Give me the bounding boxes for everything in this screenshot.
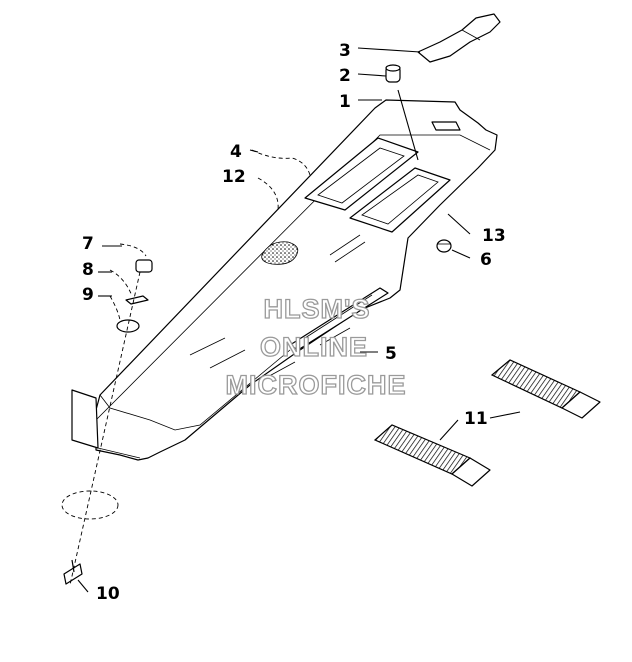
callout-7: 7 (82, 234, 94, 254)
watermark: HLSM'S ONLINE MICROFICHE (225, 293, 407, 400)
callout-5: 5 (385, 344, 397, 364)
callout-1: 1 (339, 92, 351, 112)
bracket-part (417, 13, 501, 63)
traction-pads (373, 359, 601, 487)
callout-3: 3 (339, 41, 351, 61)
callout-8: 8 (82, 260, 94, 280)
callout-12: 12 (222, 167, 246, 187)
watermark-line-1: HLSM'S (264, 294, 371, 324)
watermark-line-2: ONLINE (260, 332, 368, 362)
assembly-lines (61, 149, 311, 586)
callout-6: 6 (480, 250, 492, 270)
washer-stack (116, 259, 153, 333)
bolt-part (63, 559, 83, 585)
callout-9: 9 (82, 285, 94, 305)
plug-part (385, 64, 401, 83)
leader-lines (77, 47, 521, 593)
callout-13: 13 (482, 226, 506, 246)
nut-part (436, 239, 452, 253)
watermark-line-3: MICROFICHE (226, 370, 407, 400)
skid-plate (71, 99, 498, 461)
callout-11: 11 (464, 409, 488, 429)
decal-blob (261, 241, 299, 265)
callout-labels: 3 2 1 4 12 13 6 5 7 8 9 10 11 (82, 41, 506, 604)
wear-pads (304, 137, 451, 233)
callout-10: 10 (96, 584, 120, 604)
callout-4: 4 (230, 142, 242, 162)
callout-2: 2 (339, 66, 351, 86)
